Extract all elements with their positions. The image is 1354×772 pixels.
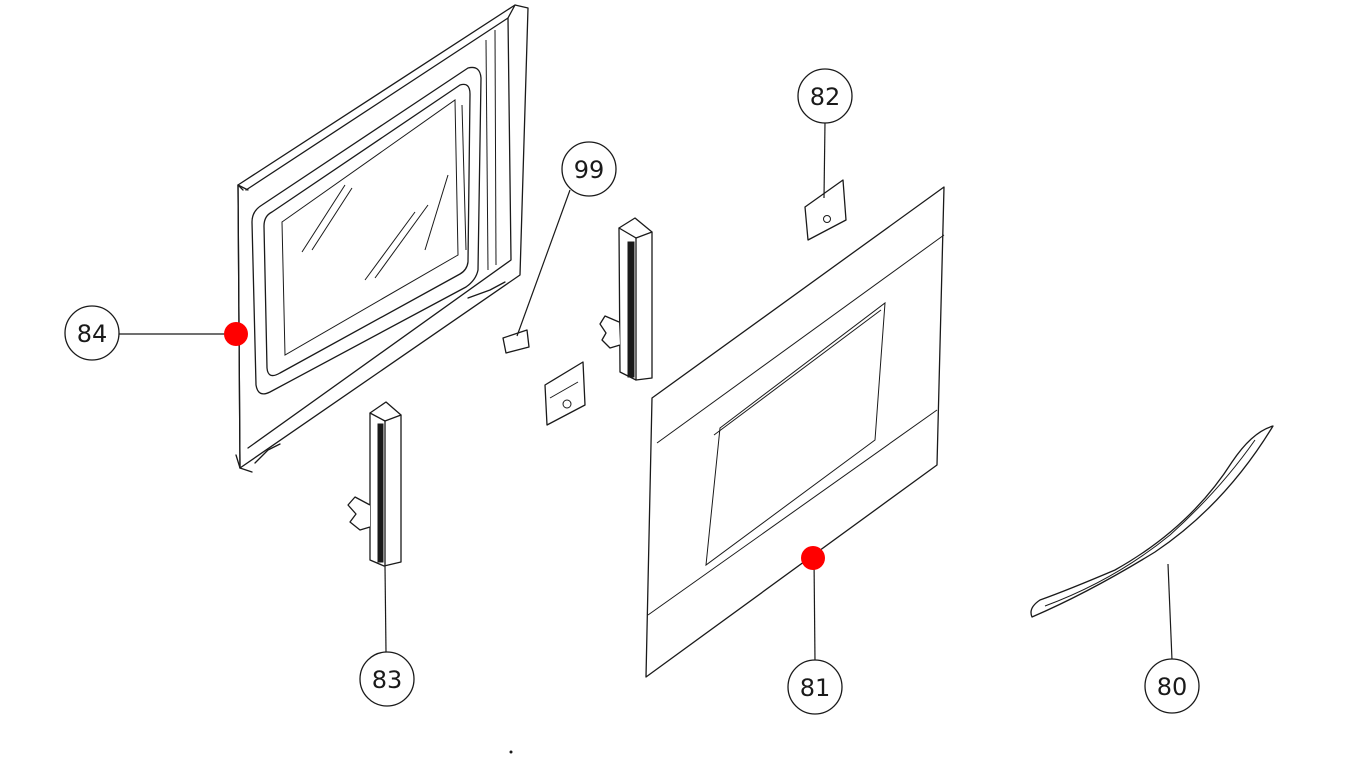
callout-83-label: 83: [372, 666, 403, 694]
callout-84: 84: [64, 305, 120, 361]
callout-99-label: 99: [574, 156, 605, 184]
callout-81: 81: [787, 659, 843, 715]
door-hinge-upper: [599, 217, 653, 381]
part-83-door-hinge: [347, 401, 402, 653]
callout-99: 99: [561, 141, 617, 197]
callout-80: 80: [1144, 658, 1200, 714]
callout-84-label: 84: [77, 320, 108, 348]
hinge-bracket-left: [544, 361, 586, 426]
callout-83: 83: [359, 651, 415, 707]
stray-dot: [509, 750, 513, 754]
part-99-clip: [502, 189, 571, 354]
callout-80-label: 80: [1157, 673, 1188, 701]
leader-81: [813, 557, 816, 663]
marker-dot-81[interactable]: [801, 546, 825, 570]
callout-82-label: 82: [810, 83, 841, 111]
part-84-inner-door-frame: [235, 4, 529, 473]
callout-81-label: 81: [800, 674, 831, 702]
part-82-plate: [804, 121, 847, 241]
part-80-handle: [1030, 425, 1274, 661]
callout-82: 82: [797, 68, 853, 124]
part-81-outer-glass-panel: [645, 186, 945, 678]
marker-dot-84[interactable]: [224, 322, 248, 346]
